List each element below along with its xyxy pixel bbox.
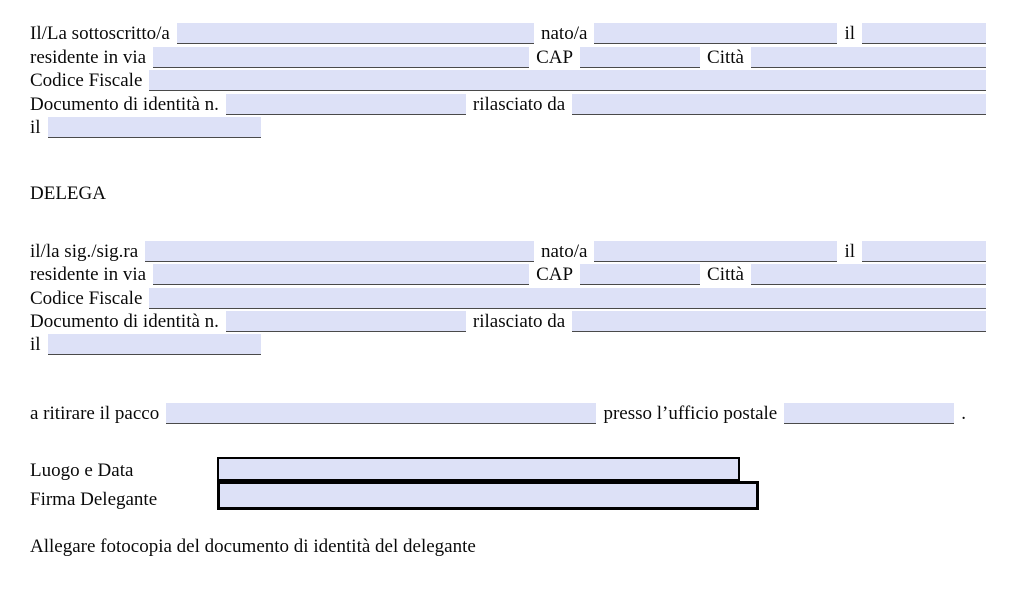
- delegate-line-2: residente in via CAP Città: [30, 262, 986, 286]
- delegate-issue-date-field[interactable]: [47, 334, 261, 356]
- delegator-street-field[interactable]: [153, 46, 530, 68]
- signature-row: Firma Delegante: [30, 480, 986, 510]
- sottoscritto-label: Il/La sottoscritto/a: [30, 23, 170, 45]
- ufficio-label: presso l’ufficio postale: [603, 402, 778, 424]
- delegator-residente-label: residente in via: [30, 46, 147, 68]
- delegate-birthplace-field[interactable]: [594, 240, 838, 262]
- delega-heading-row: DELEGA: [30, 181, 986, 204]
- delegator-section: Il/La sottoscritto/a nato/a il residente…: [30, 21, 986, 138]
- delegator-city-field[interactable]: [751, 46, 986, 68]
- delega-heading: DELEGA: [30, 183, 106, 205]
- delegate-cap-field[interactable]: [580, 264, 701, 286]
- delegator-signature-field[interactable]: [217, 480, 759, 510]
- footer-note: Allegare fotocopia del documento di iden…: [30, 536, 476, 558]
- delegate-line-1: il/la sig./sig.ra nato/a il: [30, 238, 986, 262]
- delegate-nato-label: nato/a: [541, 240, 588, 262]
- footer-note-row: Allegare fotocopia del documento di iden…: [30, 534, 986, 557]
- delegate-rilasciato-label: rilasciato da: [472, 310, 566, 332]
- post-office-field[interactable]: [784, 402, 955, 424]
- place-date-row: Luogo e Data: [30, 456, 986, 481]
- delegate-document-number-field[interactable]: [225, 310, 466, 332]
- delegator-cap-label: CAP: [536, 46, 574, 68]
- place-date-field[interactable]: [217, 456, 740, 481]
- delegate-issued-by-field[interactable]: [572, 310, 986, 332]
- delegator-rilasciato-il-label: il: [30, 116, 41, 138]
- delegate-residente-label: residente in via: [30, 264, 147, 286]
- delegate-codice-fiscale-label: Codice Fiscale: [30, 287, 143, 309]
- firma-delegante-label: Firma Delegante: [30, 488, 158, 510]
- delegate-line-4: Documento di identità n. rilasciato da: [30, 309, 986, 332]
- delegate-street-field[interactable]: [153, 264, 530, 286]
- delegator-nato-label: nato/a: [541, 23, 588, 45]
- delegator-codice-fiscale-label: Codice Fiscale: [30, 70, 143, 92]
- delegate-sig-label: il/la sig./sig.ra: [30, 240, 139, 262]
- delegate-name-field[interactable]: [145, 240, 534, 262]
- delegator-il-label: il: [844, 23, 855, 45]
- delegate-fiscal-code-field[interactable]: [149, 287, 986, 309]
- delegate-city-field[interactable]: [751, 264, 986, 286]
- delegator-line-3: Codice Fiscale: [30, 68, 986, 92]
- delegator-issued-by-field[interactable]: [572, 93, 986, 115]
- delegator-line-1: Il/La sottoscritto/a nato/a il: [30, 21, 986, 45]
- delegate-citta-label: Città: [707, 264, 744, 286]
- pickup-line: a ritirare il pacco presso l’ufficio pos…: [30, 400, 986, 424]
- delegate-section: il/la sig./sig.ra nato/a il residente in…: [30, 238, 986, 356]
- luogo-data-label: Luogo e Data: [30, 459, 134, 481]
- delegate-birthdate-field[interactable]: [862, 240, 986, 262]
- delegator-line-2: residente in via CAP Città: [30, 44, 986, 68]
- delegator-citta-label: Città: [707, 46, 744, 68]
- delegate-line-5: il: [30, 332, 986, 356]
- delegate-line-3: Codice Fiscale: [30, 285, 986, 309]
- delegator-rilasciato-label: rilasciato da: [472, 93, 566, 115]
- ritirare-label: a ritirare il pacco: [30, 402, 160, 424]
- delegator-document-number-field[interactable]: [225, 93, 466, 115]
- delegator-birthplace-field[interactable]: [594, 23, 838, 45]
- period-text: .: [961, 402, 966, 424]
- delegate-rilasciato-il-label: il: [30, 334, 41, 356]
- delegator-line-5: il: [30, 115, 986, 138]
- delegate-documento-label: Documento di identità n.: [30, 310, 219, 332]
- delegator-fiscal-code-field[interactable]: [149, 70, 986, 92]
- delegator-line-4: Documento di identità n. rilasciato da: [30, 91, 986, 115]
- delegator-name-field[interactable]: [176, 23, 534, 45]
- delegate-cap-label: CAP: [536, 264, 574, 286]
- parcel-field[interactable]: [166, 402, 597, 424]
- delegator-documento-label: Documento di identità n.: [30, 93, 219, 115]
- delegator-issue-date-field[interactable]: [47, 116, 261, 138]
- delegator-cap-field[interactable]: [580, 46, 701, 68]
- delegator-birthdate-field[interactable]: [862, 23, 986, 45]
- delegate-il-label: il: [844, 240, 855, 262]
